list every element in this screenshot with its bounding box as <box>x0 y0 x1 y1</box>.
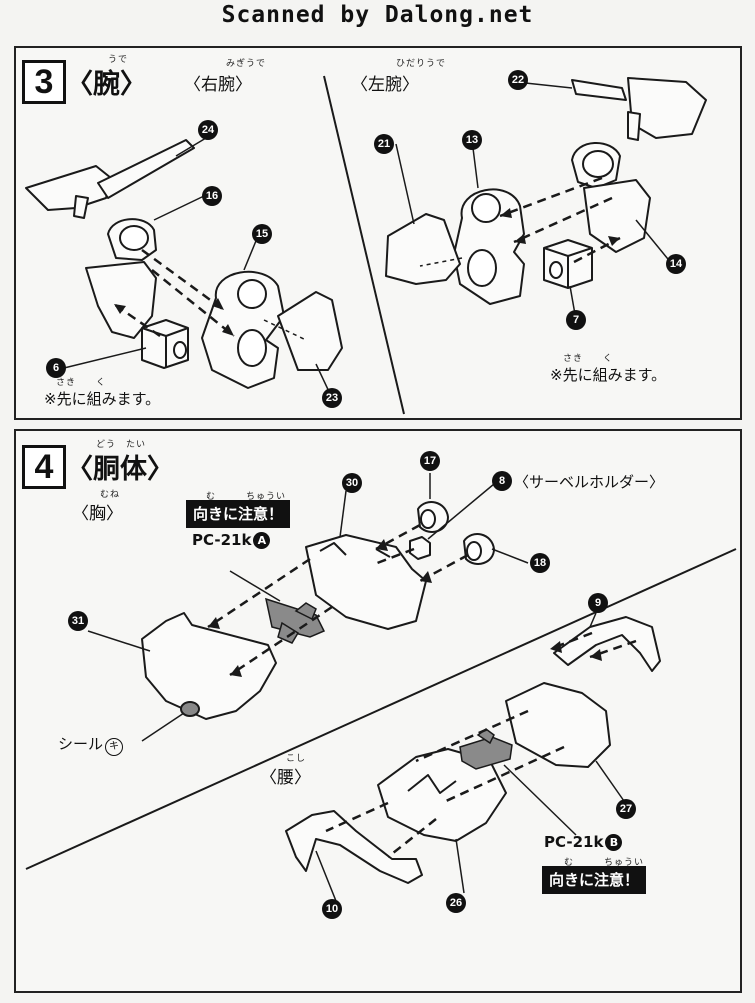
part-label-15: 15 <box>252 224 272 244</box>
part-label-7: 7 <box>566 310 586 330</box>
part-8-shape <box>409 536 431 560</box>
step4-title-ruby: どう たい <box>96 440 147 450</box>
step3-title-ruby: うで <box>108 55 129 65</box>
part-label-26: 26 <box>446 893 466 913</box>
pc-b-letter: B <box>605 834 623 851</box>
part-label-16: 16 <box>202 186 222 206</box>
part-23-shape <box>277 291 343 371</box>
left-arm-ruby: ひだりうで <box>396 59 447 69</box>
saber-holder-label: 〈サーベルホルダー〉 <box>514 473 665 491</box>
part-label-18: 18 <box>530 553 550 573</box>
waist-heading: 〈腰〉 <box>260 768 311 788</box>
part-30-shape <box>305 534 427 630</box>
part-label-13: 13 <box>462 130 482 150</box>
step4-number: 4 <box>22 445 66 489</box>
part-label-23: 23 <box>322 388 342 408</box>
caution-a-badge: 向きに注意！ <box>186 500 291 528</box>
pc-21k-b-text: PC-21k <box>544 833 604 851</box>
chest-heading: 〈胸〉 <box>72 504 123 524</box>
part-label-31: 31 <box>68 611 88 631</box>
part-label-24: 24 <box>198 120 218 140</box>
note-right-ruby: さき く <box>56 378 107 388</box>
chest-ruby: むね <box>100 490 121 500</box>
step4-torso-illustration <box>25 473 737 902</box>
left-arm-heading: 〈左腕〉 <box>351 75 419 95</box>
part-label-22: 22 <box>508 70 528 90</box>
caution-a-ruby: む ちゅうい <box>206 492 287 502</box>
right-arm-ruby: みぎうで <box>226 59 267 69</box>
step3-arm-illustration <box>25 75 707 415</box>
part-label-21: 21 <box>374 134 394 154</box>
seal-text: シール <box>58 735 104 753</box>
seal-letter: キ <box>105 738 124 756</box>
note-left-ruby: さき く <box>563 354 614 364</box>
waist-ruby: こし <box>286 754 307 764</box>
right-arm-heading: 〈右腕〉 <box>184 75 252 95</box>
part-label-9: 9 <box>588 593 608 613</box>
part-label-30: 30 <box>342 473 362 493</box>
step3-number: 3 <box>22 60 66 104</box>
caution-b-badge: 向きに注意！ <box>542 866 647 894</box>
pc-a-shape <box>264 597 326 644</box>
pc-a-letter: A <box>253 532 271 549</box>
part-21-shape <box>385 213 461 285</box>
seal-label: シールキ <box>58 733 124 756</box>
part-label-10: 10 <box>322 899 342 919</box>
note-right: ※先に組みます。 <box>44 390 161 408</box>
watermark-text: Scanned by Dalong.net <box>221 2 534 28</box>
part-26-shape <box>377 748 507 842</box>
part-label-14: 14 <box>666 254 686 274</box>
caution-b-ruby: む ちゅうい <box>564 858 645 868</box>
part-10-shape <box>285 810 423 884</box>
part-31-shape <box>141 612 277 720</box>
part-label-27: 27 <box>616 799 636 819</box>
step4-panel: 4 どう たい 〈胴体〉 むね 〈胸〉 む ちゅうい 向きに注意！ PC-21k… <box>14 429 742 993</box>
part-27-shape <box>505 682 611 768</box>
step4-title: 〈胴体〉 <box>66 454 174 485</box>
part-label-8: 8 <box>492 471 512 491</box>
pc-b-shape <box>459 728 513 770</box>
part-9-shape <box>553 616 661 672</box>
part-24-shape <box>25 165 112 211</box>
step3-title: 〈腕〉 <box>66 69 147 100</box>
part-label-6: 6 <box>46 358 66 378</box>
part-label-17: 17 <box>420 451 440 471</box>
pc-21k-a-text: PC-21k <box>192 531 252 549</box>
part-22-shape <box>571 79 627 101</box>
note-left: ※先に組みます。 <box>550 366 667 384</box>
step3-panel: 3 うで 〈腕〉 みぎうで 〈右腕〉 ひだりうで 〈左腕〉 さき く ※先に組み… <box>14 46 742 420</box>
